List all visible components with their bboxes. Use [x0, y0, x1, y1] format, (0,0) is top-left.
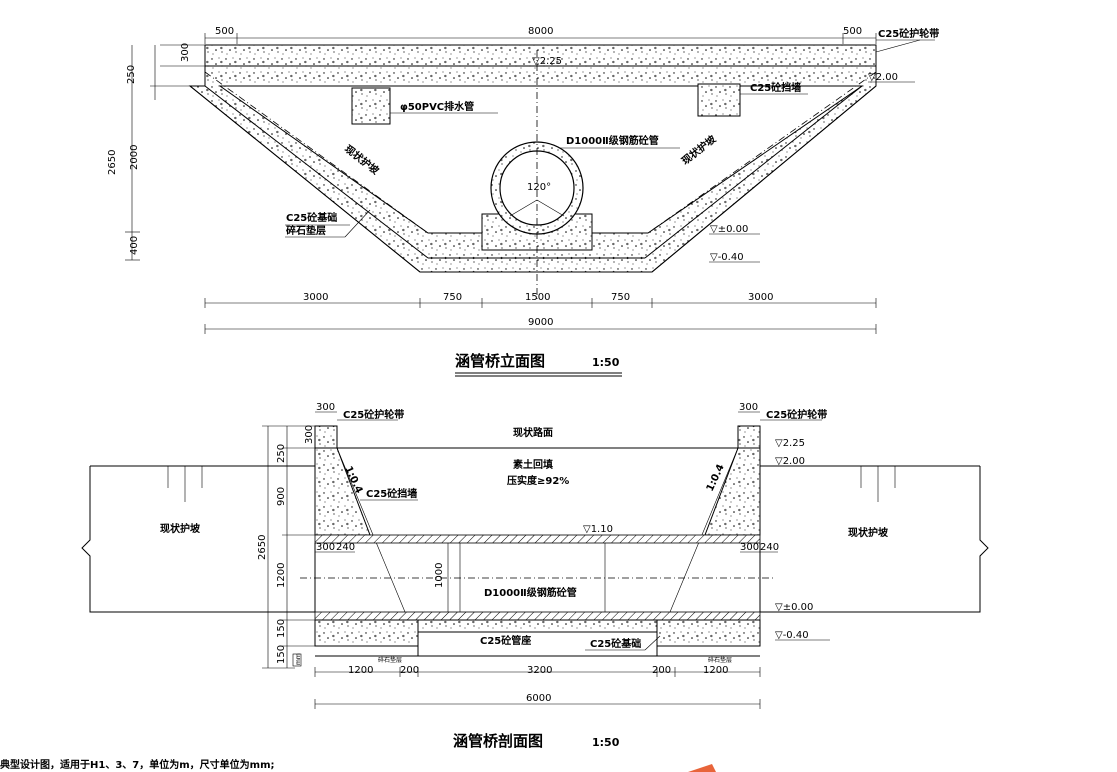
elev-gravel-label: 碎石垫层	[286, 224, 326, 237]
sec-foundation-label: C25砼基础	[590, 637, 641, 650]
elev-left-dim-300: 300	[180, 43, 191, 62]
sec-wall-label: C25砼挡墙	[366, 487, 417, 500]
sec-level-110: ▽1.10	[583, 524, 613, 535]
sec-foundation-left	[314, 619, 419, 647]
elev-left-dim-250: 250	[126, 65, 137, 84]
elev-top-dim-mid: 8000	[528, 26, 553, 37]
elev-left-total: 2650	[107, 150, 118, 175]
elev-bottom-dim-4: 750	[611, 292, 630, 303]
elev-bottom-dim-2: 750	[443, 292, 462, 303]
section-view: 现状护坡 现状护坡 1:0.4 1:0.4 现状路面 素土回填 压实度≥92% …	[81, 402, 989, 750]
sec-level-200: ▽2.00	[775, 456, 805, 467]
sec-pipe-bottom-wall	[314, 611, 761, 621]
sec-left-total: 2650	[257, 535, 268, 560]
elevation-scale: 1:50	[592, 356, 620, 369]
elev-top-dim-left: 500	[215, 26, 234, 37]
sec-pipe-seat-label: C25砼管座	[480, 634, 531, 647]
sec-top-dim-left: 300	[316, 402, 335, 413]
sec-level-225: ▽2.25	[775, 438, 805, 449]
sec-compaction-label: 压实度≥92%	[507, 474, 569, 487]
elevation-view: 500 8000 500 120° φ50PVC排水管 C25砼挡墙	[107, 26, 939, 377]
elev-left-dim-400: 400	[129, 236, 140, 255]
elev-retaining-wall-label: C25砼挡墙	[750, 81, 801, 94]
elev-level-225: ▽2.25	[532, 56, 562, 67]
sec-pipe-label: D1000Ⅱ级钢筋砼管	[484, 586, 577, 599]
sec-bottom-dim-5: 1200	[703, 665, 728, 676]
sec-backfill-label: 素土回填	[513, 458, 553, 471]
sec-left-dim-150b: 150	[276, 645, 287, 664]
drain-pipe-box	[351, 87, 391, 125]
sec-pipe-seat	[417, 619, 658, 633]
elev-drain-pipe-label: φ50PVC排水管	[400, 100, 474, 113]
sec-foundation-right	[656, 619, 761, 647]
elev-left-dim-2000: 2000	[129, 145, 140, 170]
elev-level-200: ▽2.00	[868, 72, 898, 83]
sec-bottom-total: 6000	[526, 693, 551, 704]
section-scale: 1:50	[592, 736, 620, 749]
elevation-title: 涵管桥立面图	[455, 352, 545, 370]
sec-gravel-left-label: 碎石垫层	[378, 656, 402, 664]
sec-unit-box	[292, 653, 302, 667]
sec-left-dim-150a: 150	[276, 619, 287, 638]
elev-level-000: ▽±0.00	[710, 224, 748, 235]
sec-slope-right-label: 现状护坡	[848, 526, 889, 539]
elev-angle-label: 120°	[527, 182, 551, 193]
sec-pipe-dim-4: 240	[760, 542, 779, 553]
elev-bottom-total: 9000	[528, 317, 553, 328]
sec-road-label: 现状路面	[513, 426, 553, 439]
sec-left-dim-900: 900	[276, 487, 287, 506]
sec-left-dim-1200: 1200	[276, 563, 287, 588]
sec-left-dim-300: 300	[304, 425, 315, 444]
sec-bottom-dim-1: 1200	[348, 665, 373, 676]
retaining-wall-box	[697, 83, 741, 117]
sec-top-dim-right: 300	[739, 402, 758, 413]
elev-bottom-dim-3: 1500	[525, 292, 550, 303]
orange-mark	[688, 764, 716, 772]
elev-pipe-label: D1000Ⅱ级钢筋砼管	[566, 134, 659, 147]
section-title: 涵管桥剖面图	[453, 732, 543, 750]
sec-pipe-height: 1000	[434, 563, 445, 588]
sec-guard-right-label: C25砼护轮带	[766, 408, 827, 421]
elev-top-dim-right: 500	[843, 26, 862, 37]
sec-bottom-dim-2: 200	[400, 665, 419, 676]
sec-slope-left-label: 现状护坡	[160, 522, 201, 535]
elev-foundation-label: C25砼基础	[286, 211, 337, 224]
elev-level-040: ▽-0.40	[710, 252, 744, 263]
sec-bottom-dim-3: 3200	[527, 665, 552, 676]
sec-unit-label: mm	[295, 653, 302, 665]
sec-pipe-top-wall	[314, 534, 761, 544]
elev-bottom-dim-5: 3000	[748, 292, 773, 303]
sec-guard-band-left	[314, 425, 338, 449]
elev-guard-band-label: C25砼护轮带	[878, 27, 939, 40]
design-note: 典型设计图，适用于H1、3、7，单位为m，尺寸单位为mm;	[0, 758, 275, 771]
sec-guard-band-right	[737, 425, 761, 449]
elev-bottom-dim-1: 3000	[303, 292, 328, 303]
sec-level-000: ▽±0.00	[775, 602, 813, 613]
sec-bottom-dim-4: 200	[652, 665, 671, 676]
sec-guard-left-label: C25砼护轮带	[343, 408, 404, 421]
sec-pipe-dim-3: 300	[740, 542, 759, 553]
sec-pipe-dim-2: 240	[336, 542, 355, 553]
sec-left-dim-250: 250	[276, 444, 287, 463]
sec-pipe-dim-1: 300	[316, 542, 335, 553]
sec-gravel-right-label: 碎石垫层	[708, 656, 732, 664]
sec-level-040: ▽-0.40	[775, 630, 809, 641]
